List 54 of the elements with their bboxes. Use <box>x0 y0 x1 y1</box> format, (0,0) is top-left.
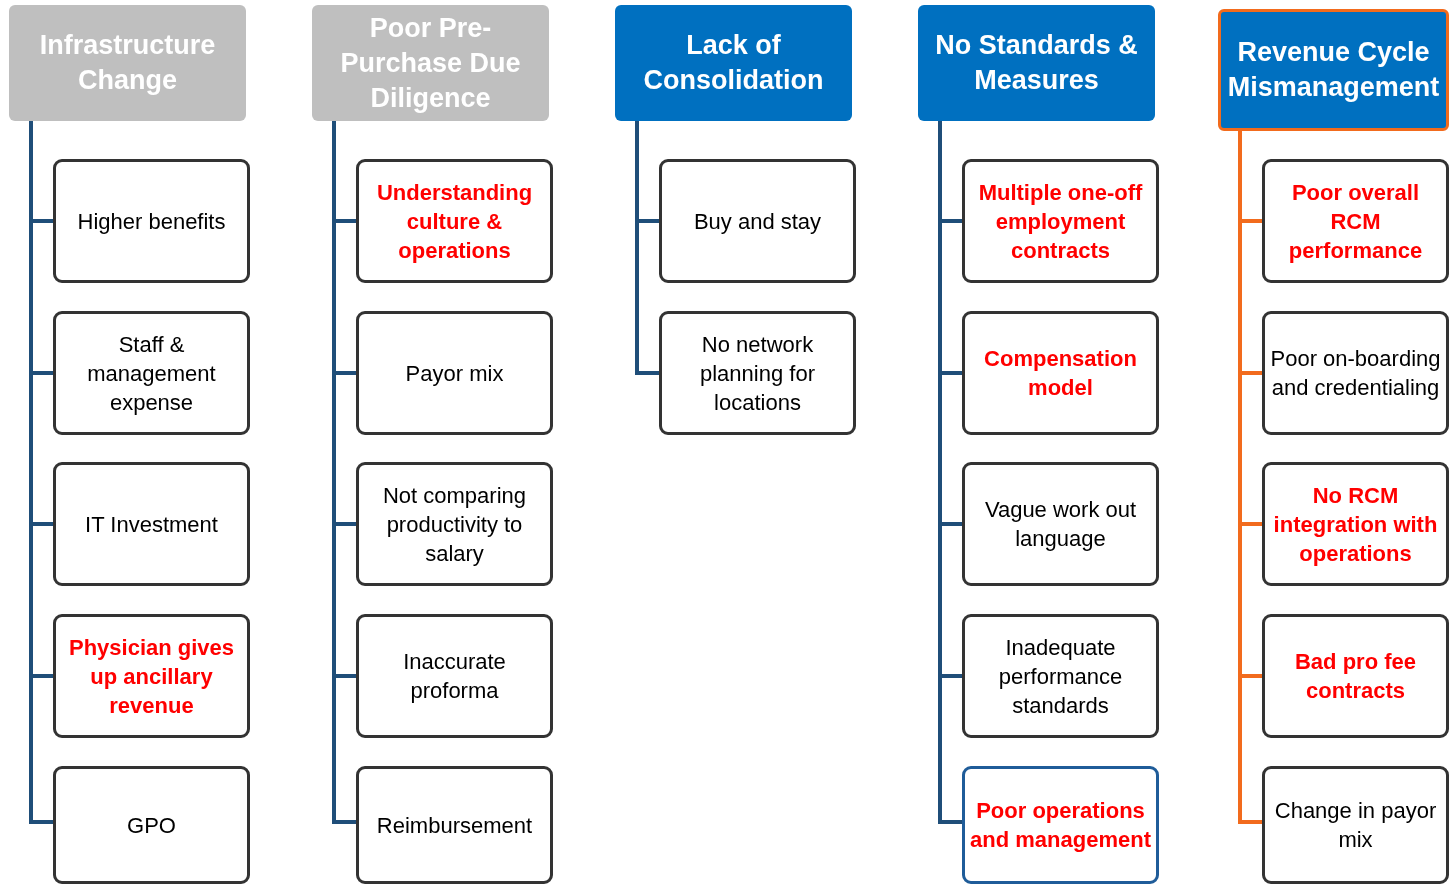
box-text: Infrastructure Change <box>38 29 217 97</box>
box-text: Reimbursement <box>376 811 533 840</box>
box-text: Poor Pre-Purchase Due Diligence <box>339 11 522 115</box>
box-text: Vague work out language <box>983 496 1138 553</box>
box-text: Inadequate performance standards <box>997 633 1124 720</box>
cause-box <box>1262 462 1449 586</box>
cause-box <box>962 462 1159 586</box>
cause-box <box>962 311 1159 435</box>
cause-box <box>1262 766 1449 884</box>
cause-box <box>962 614 1159 738</box>
cause-box <box>962 159 1159 283</box>
cause-box <box>356 159 553 283</box>
cause-box <box>53 462 250 586</box>
cause-box <box>1262 614 1449 738</box>
cause-box <box>53 766 250 884</box>
box-text: Inaccurate proforma <box>402 648 507 705</box>
box-text: Staff & management expense <box>86 330 217 417</box>
header-box <box>1218 9 1449 131</box>
cause-box <box>1262 311 1449 435</box>
box-text: Physician gives up ancillary revenue <box>67 633 236 720</box>
box-text: No RCM integration with operations <box>1272 481 1439 568</box>
box-text: Change in payor mix <box>1273 797 1438 854</box>
box-text: Revenue Cycle Mismanagement <box>1227 36 1440 104</box>
cause-box <box>53 159 250 283</box>
box-text: Higher benefits <box>77 207 226 236</box>
box-text: Poor on-boarding and credentialing <box>1270 345 1441 402</box>
box-text: Buy and stay <box>693 207 822 236</box>
header-box <box>615 5 852 121</box>
cause-box <box>53 614 250 738</box>
cause-box <box>1262 159 1449 283</box>
box-text: No Standards & Measures <box>934 29 1139 97</box>
box-text: Lack of Consolidation <box>642 29 825 97</box>
box-text: Payor mix <box>405 359 504 388</box>
cause-box <box>356 614 553 738</box>
box-text: IT Investment <box>85 510 218 539</box>
header-box <box>9 5 246 121</box>
box-text: Poor overall RCM performance <box>1287 178 1424 265</box>
cause-box <box>356 462 553 586</box>
header-box <box>918 5 1155 121</box>
box-text: Multiple one-off employment contracts <box>977 178 1144 265</box>
cause-box <box>659 311 856 435</box>
box-text: GPO <box>127 811 176 840</box>
box-text: Poor operations and management <box>970 797 1151 854</box>
cause-box <box>53 311 250 435</box>
header-box <box>312 5 549 121</box>
box-text: No network planning for locations <box>699 330 816 417</box>
box-text: Compensation model <box>983 345 1138 402</box>
cause-box <box>962 766 1159 884</box>
box-text: Understanding culture & operations <box>375 178 534 265</box>
cause-box <box>659 159 856 283</box>
cause-box <box>356 766 553 884</box>
box-text: Not comparing productivity to salary <box>381 481 528 568</box>
box-text: Bad pro fee contracts <box>1294 648 1417 705</box>
cause-box <box>356 311 553 435</box>
